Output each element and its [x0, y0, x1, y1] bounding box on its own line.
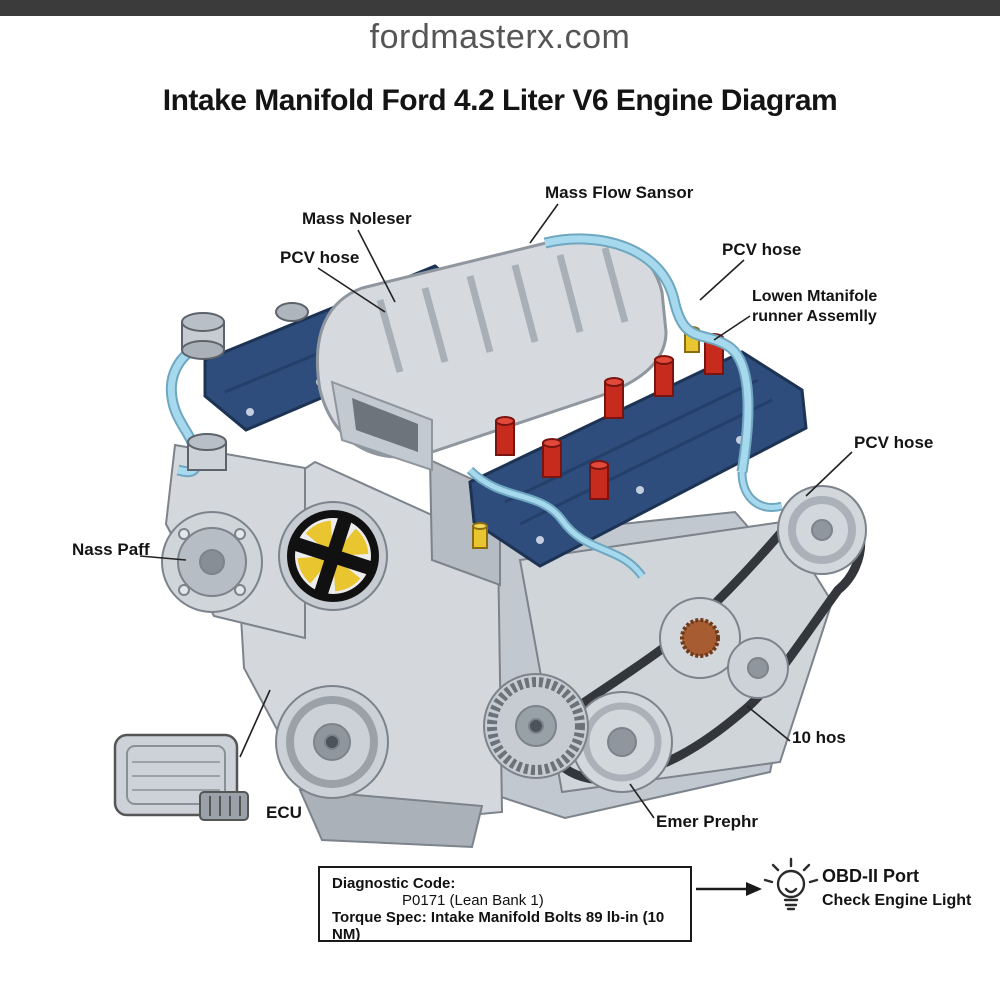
leader-nass-paff	[139, 555, 187, 561]
throttle-body	[278, 501, 388, 611]
label-nass-paff: Nass Paff	[72, 540, 150, 559]
leader-lower-manifold	[713, 315, 751, 341]
leader-pcv-far-right	[805, 451, 853, 497]
leader-ecu	[239, 689, 271, 758]
torque-spec: Torque Spec: Intake Manifold Bolts 89 lb…	[332, 909, 665, 943]
leader-pcv-left	[317, 267, 386, 313]
leader-mass-flow-sansor	[529, 203, 559, 244]
lightbulb-icon	[763, 857, 819, 911]
upper-intake-manifold	[315, 235, 668, 472]
page-title: Intake Manifold Ford 4.2 Liter V6 Engine…	[162, 84, 838, 117]
label-pcv-hose-left: PCV hose	[280, 248, 360, 267]
diagnostic-code-label: Diagnostic Code:	[332, 875, 456, 892]
label-pcv-hose-far-right: PCV hose	[854, 433, 934, 452]
label-ecu: ECU	[266, 803, 302, 822]
label-mass-flow-sansor: Mass Flow Sansor	[545, 183, 694, 202]
front-left-pulleys	[161, 511, 389, 799]
obd-port-label: OBD-II Port	[822, 866, 919, 886]
label-ten-hos: 10 hos	[792, 728, 846, 747]
leader-pcv-right	[699, 259, 745, 301]
check-engine-light-label: Check Engine Light	[822, 892, 972, 909]
label-lower-manifold-line1: Lowen Mtanifole	[752, 288, 878, 305]
pulleys	[483, 485, 867, 793]
leader-lines	[139, 203, 853, 819]
leader-mass-noleser	[357, 229, 396, 303]
leader-ten-hos	[746, 705, 791, 742]
label-mass-noleser: Mass Noleser	[302, 209, 412, 228]
breather-canister	[181, 312, 227, 471]
label-lower-manifold: Lowen Mtanifole runner Assemlly	[752, 287, 877, 327]
top-bar	[0, 0, 1000, 16]
diagnostic-code-value: P0171 (Lean Bank 1)	[402, 892, 544, 909]
arrow-to-obd	[696, 882, 762, 896]
diagnostic-info-box: Diagnostic Code: P0171 (Lean Bank 1) Tor…	[318, 866, 692, 943]
label-lower-manifold-line2: runner Assemlly	[752, 308, 877, 325]
label-pcv-hose-right: PCV hose	[722, 240, 802, 259]
label-emer-prephr: Emer Prephr	[656, 812, 759, 831]
ignition-coils	[495, 333, 724, 500]
site-name: fordmasterx.com	[369, 18, 631, 56]
ecu-module	[113, 733, 249, 821]
leader-emer-prephr	[629, 783, 655, 819]
